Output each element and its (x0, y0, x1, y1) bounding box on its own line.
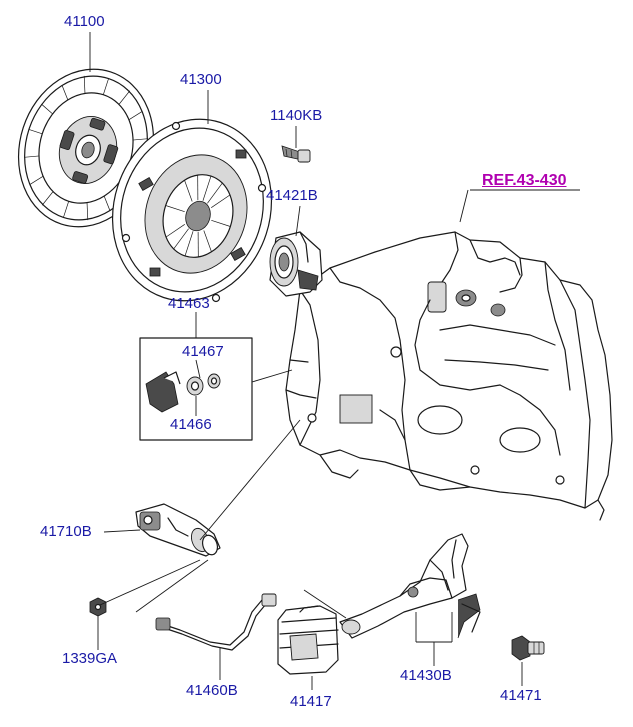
label-release-cylinder[interactable]: 41710B (40, 523, 92, 540)
label-clip-b[interactable]: 41466 (170, 416, 212, 433)
label-dust-boot[interactable]: 41417 (290, 693, 332, 710)
label-clutch-disc[interactable]: 41100 (64, 13, 105, 30)
label-bleeder-nut[interactable]: 1339GA (62, 650, 118, 667)
leader-lines (89, 32, 580, 690)
label-fork-bolt[interactable]: 41471 (500, 687, 542, 704)
clutch-cover-drawing (111, 118, 273, 303)
fork-bolt-drawing (511, 635, 545, 661)
label-release-fork[interactable]: 41430B (400, 667, 452, 684)
label-clip-a[interactable]: 41467 (182, 343, 224, 360)
release-cylinder-drawing (135, 503, 221, 557)
release-bearing-drawing (269, 231, 323, 297)
label-hose-assembly[interactable]: 41460B (186, 682, 238, 699)
bleeder-nut-drawing (89, 597, 107, 617)
release-fork-drawing (339, 533, 481, 639)
label-bolt[interactable]: 1140KB (270, 107, 323, 124)
label-clutch-cover[interactable]: 41300 (180, 71, 222, 88)
label-ref-transaxle[interactable]: REF.43-430 (482, 172, 567, 189)
clip-kit-drawing (139, 337, 253, 441)
label-clip-kit[interactable]: 41463 (168, 295, 210, 312)
hose-assembly-drawing (155, 593, 277, 651)
bolt-drawing (281, 145, 311, 163)
dust-boot-drawing (277, 605, 339, 675)
label-release-bearing[interactable]: 41421B (266, 187, 318, 204)
transaxle-housing-drawing (285, 231, 613, 521)
